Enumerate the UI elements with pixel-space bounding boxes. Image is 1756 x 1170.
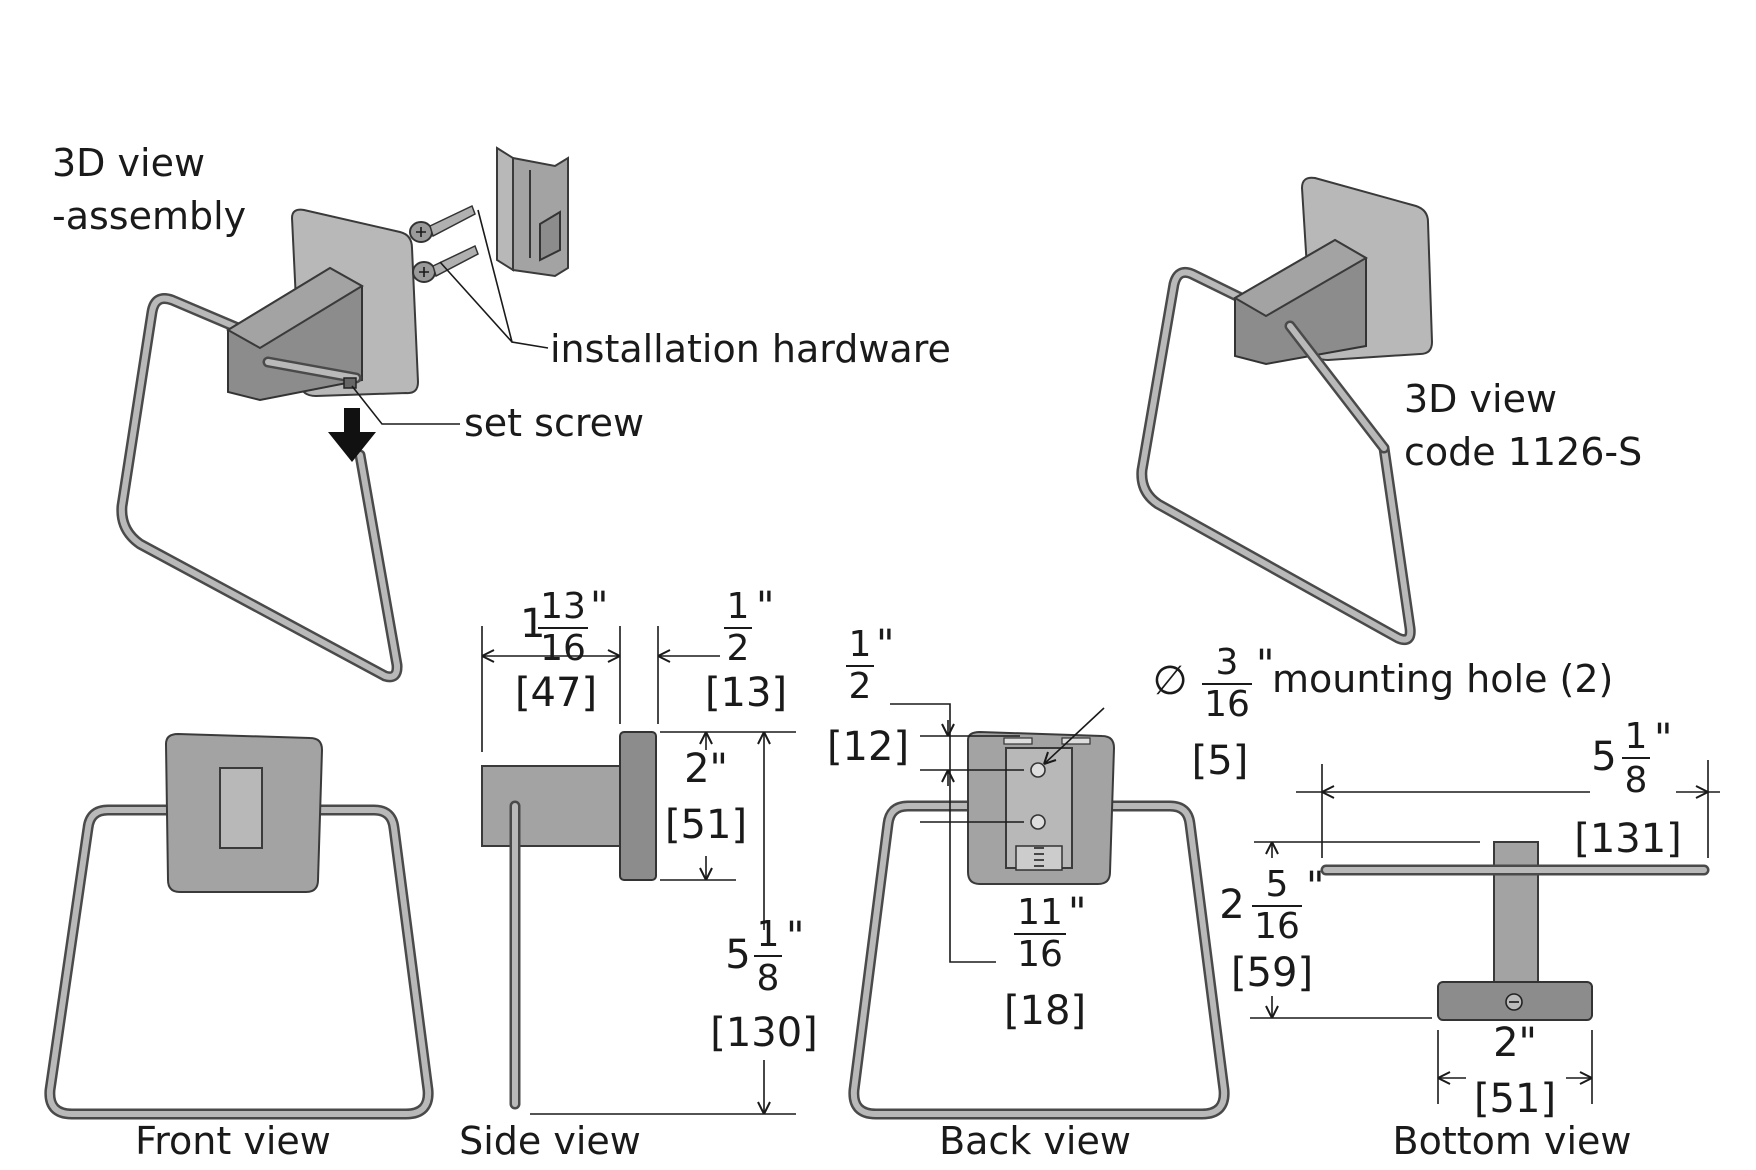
product-title-line2: code 1126-S bbox=[1404, 430, 1642, 474]
dim-bottom-depth-whole: 2 bbox=[1219, 882, 1244, 928]
assembly-title-line1: 3D view bbox=[52, 141, 205, 185]
mounting-hole-label: mounting hole (2) bbox=[1272, 657, 1613, 701]
dim-bottom-plate-mm: [51] bbox=[1474, 1076, 1556, 1122]
mounting-hole-num: 3 bbox=[1216, 642, 1239, 683]
dim-bottom-depth-unit: " bbox=[1306, 864, 1324, 910]
dim-bottom-depth-num: 5 bbox=[1266, 864, 1289, 905]
dim-side-depth-mm: [47] bbox=[515, 670, 597, 716]
dim-back-spacing-den: 16 bbox=[1017, 934, 1063, 975]
screw-1 bbox=[409, 204, 476, 243]
back-view: Back view 1 2 " [12] 11 16 " [18] ∅ 3 16 bbox=[827, 622, 1613, 1163]
dim-bottom-depth-den: 16 bbox=[1254, 906, 1300, 947]
dim-back-top-num: 1 bbox=[849, 624, 872, 665]
dim-bottom-depth: 2 5 16 " [59] bbox=[1219, 864, 1324, 996]
dim-bottom-width-den: 8 bbox=[1625, 760, 1648, 801]
assembly-3d-view: 3D view -assembly bbox=[52, 141, 951, 683]
mounting-hole-mm: [5] bbox=[1192, 738, 1249, 784]
dim-back-hole-spacing: 11 16 " [18] bbox=[1004, 890, 1086, 1034]
dim-bottom-plate: 2" bbox=[1493, 1020, 1537, 1066]
dim-side-total-mm: [130] bbox=[710, 1010, 818, 1056]
mounting-hole-bottom bbox=[1030, 814, 1046, 830]
side-view-label: Side view bbox=[459, 1119, 641, 1163]
dim-side-depth-unit: " bbox=[590, 584, 608, 630]
dim-bottom-width-num: 1 bbox=[1625, 716, 1648, 757]
dim-side-plate-height-mm: [51] bbox=[665, 802, 747, 848]
mounting-hole-den: 16 bbox=[1204, 684, 1250, 725]
dim-side-depth-den: 16 bbox=[540, 628, 586, 669]
mounting-hole-unit: " bbox=[1256, 642, 1274, 688]
product-title-line1: 3D view bbox=[1404, 377, 1557, 421]
dim-side-total-unit: " bbox=[786, 914, 804, 960]
dim-back-top-unit: " bbox=[876, 622, 894, 668]
mounting-hole-symbol: ∅ bbox=[1153, 658, 1188, 704]
dim-mounting-hole: ∅ 3 16 " mounting hole (2) [5] bbox=[1153, 642, 1614, 784]
dim-back-top-mm: [12] bbox=[827, 724, 909, 770]
dim-side-total-den: 8 bbox=[757, 958, 780, 999]
set-screw-label: set screw bbox=[464, 401, 644, 445]
bottom-view: Bottom view 5 1 8 " [131] 2 5 16 " [59] bbox=[1219, 716, 1720, 1163]
dim-side-plate-mm: [13] bbox=[705, 670, 787, 716]
dim-bottom-width-whole: 5 bbox=[1591, 734, 1616, 780]
dim-back-spacing-num: 11 bbox=[1017, 892, 1063, 933]
dim-bottom-width-mm: [131] bbox=[1574, 816, 1682, 862]
dim-bottom-width: 5 1 8 " [131] bbox=[1574, 716, 1682, 862]
dim-side-total-whole: 5 bbox=[725, 932, 750, 978]
dim-side-plate-den: 2 bbox=[727, 628, 750, 669]
side-view: Side view 1 13 16 " [47] 1 2 " [13] 2" [… bbox=[459, 584, 818, 1163]
dim-side-depth: 1 13 16 " [47] bbox=[515, 584, 608, 716]
dim-back-top-den: 2 bbox=[849, 666, 872, 707]
installation-hardware-label: installation hardware bbox=[550, 327, 951, 371]
dim-back-spacing-unit: " bbox=[1068, 890, 1086, 936]
front-view-label: Front view bbox=[135, 1119, 331, 1163]
dim-side-plate-height: 2" bbox=[684, 746, 728, 792]
back-view-label: Back view bbox=[939, 1119, 1131, 1163]
dim-side-total-height: 5 1 8 " [130] bbox=[710, 914, 818, 1056]
front-view: Front view bbox=[44, 732, 434, 1163]
dim-side-depth-whole: 1 bbox=[520, 601, 545, 647]
dim-side-plate-unit: " bbox=[756, 584, 774, 630]
assembly-title-line2: -assembly bbox=[52, 194, 246, 238]
dim-bottom-depth-mm: [59] bbox=[1231, 950, 1313, 996]
bottom-view-label: Bottom view bbox=[1393, 1119, 1632, 1163]
dim-bottom-width-unit: " bbox=[1654, 716, 1672, 762]
dim-side-total-num: 1 bbox=[757, 914, 780, 955]
dim-side-plate: 1 2 " [13] bbox=[705, 584, 787, 716]
dim-back-spacing-mm: [18] bbox=[1004, 988, 1086, 1034]
product-3d-view: 3D view code 1126-S bbox=[1136, 176, 1642, 646]
dim-side-depth-num: 13 bbox=[540, 586, 586, 627]
screw-2 bbox=[412, 244, 479, 283]
dim-back-top-offset: 1 2 " [12] bbox=[827, 622, 909, 770]
mounting-hole-top bbox=[1030, 762, 1046, 778]
dim-side-plate-num: 1 bbox=[727, 586, 750, 627]
mounting-bracket bbox=[496, 146, 569, 278]
